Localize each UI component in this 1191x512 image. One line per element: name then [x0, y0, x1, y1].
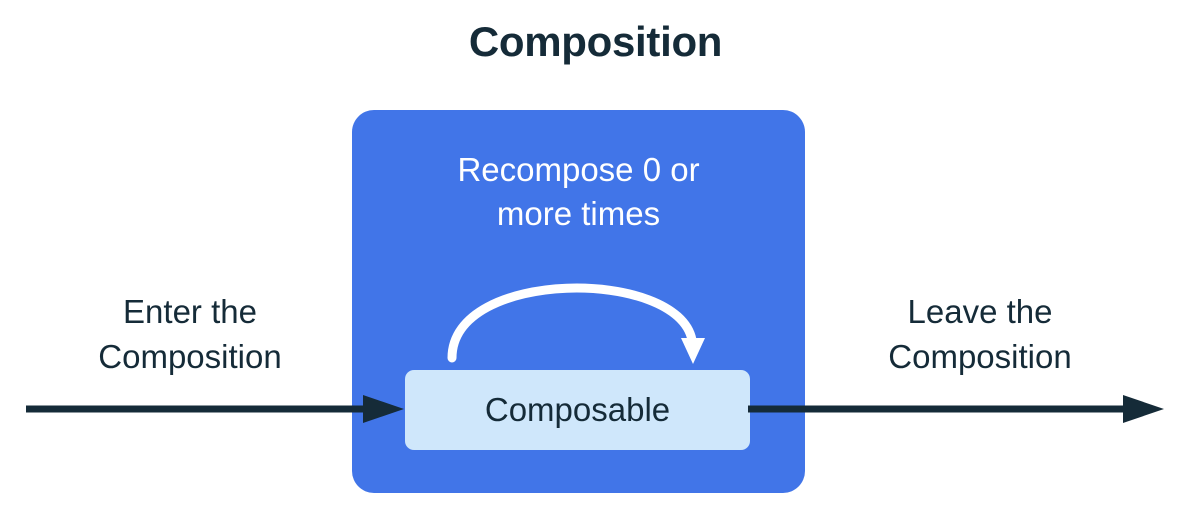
leave-flow-arrow-icon — [748, 395, 1164, 423]
recompose-caption-line-1: Recompose 0 or — [457, 151, 700, 188]
leave-composition-label-line-1: Leave the — [907, 293, 1053, 330]
enter-composition-label: Enter the Composition — [40, 290, 340, 379]
composable-label: Composable — [484, 390, 671, 428]
enter-flow-arrow-icon — [26, 395, 404, 423]
recompose-caption-line-2: more times — [496, 194, 661, 232]
page-title: Composition — [468, 18, 723, 65]
composable-box[interactable]: Composable — [405, 370, 750, 450]
leave-composition-label-line-2: Composition — [888, 337, 1072, 375]
enter-composition-label-line-1: Enter the — [123, 293, 257, 330]
enter-composition-label-line-2: Composition — [98, 337, 282, 375]
leave-composition-label: Leave the Composition — [830, 290, 1130, 379]
recompose-caption: Recompose 0 or more times — [352, 148, 805, 235]
